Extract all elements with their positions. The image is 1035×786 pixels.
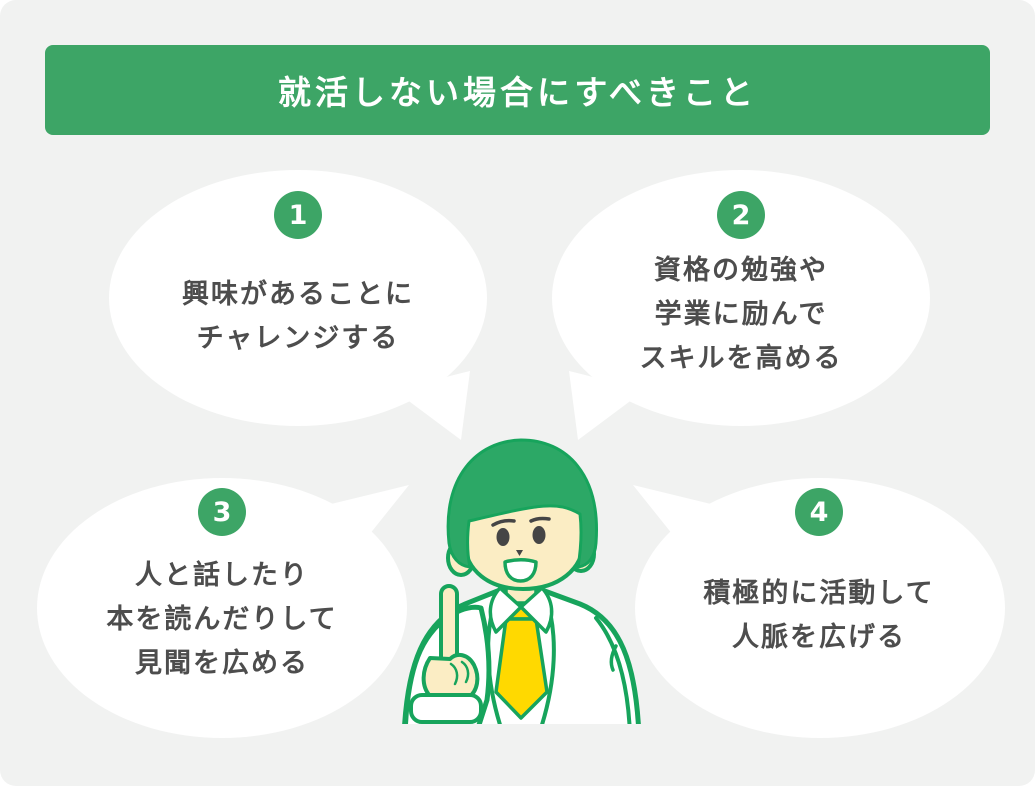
step-badge-2: 2 bbox=[717, 191, 765, 239]
step-badge-1: 1 bbox=[274, 191, 322, 239]
bubble-text-2: 資格の勉強や 学業に励んで スキルを高める bbox=[640, 249, 843, 381]
advisor-character-illustration bbox=[402, 438, 641, 724]
speech-bubble-2: 2 資格の勉強や 学業に励んで スキルを高める bbox=[552, 170, 930, 428]
bubble-line: 学業に励んで bbox=[654, 299, 828, 330]
bubble-shape-4 bbox=[633, 478, 1005, 738]
bubble-line: チャレンジする bbox=[196, 323, 400, 354]
step-number: 2 bbox=[731, 199, 751, 231]
step-number: 3 bbox=[212, 496, 232, 528]
bubble-line: 興味があることに bbox=[182, 279, 414, 310]
bubble-text-3: 人と話したり 本を読んだりして 見聞を広める bbox=[106, 554, 337, 686]
bubble-line: 資格の勉強や bbox=[654, 255, 828, 286]
bubble-line: スキルを高める bbox=[639, 343, 843, 374]
bubble-shape-1 bbox=[109, 170, 487, 440]
step-number: 4 bbox=[809, 496, 829, 528]
step-badge-4: 4 bbox=[795, 488, 843, 536]
bubble-shape-2 bbox=[552, 170, 930, 440]
bubble-line: 人と話したり bbox=[134, 560, 309, 591]
bubble-shape-3 bbox=[37, 478, 409, 738]
bubble-text-1: 興味があることに チャレンジする bbox=[182, 273, 414, 361]
bubble-line: 本を読んだりして bbox=[106, 604, 338, 635]
bubble-line: 見聞を広める bbox=[134, 648, 309, 679]
bubble-text-4: 積極的に活動して 人脈を広げる bbox=[703, 572, 934, 660]
speech-bubble-3: 3 人と話したり 本を読んだりして 見聞を広める bbox=[37, 478, 407, 738]
speech-bubble-1: 1 興味があることに チャレンジする bbox=[109, 170, 487, 428]
speech-bubble-4: 4 積極的に活動して 人脈を広げる bbox=[633, 478, 1005, 738]
step-badge-3: 3 bbox=[198, 488, 246, 536]
bubble-line: 積極的に活動して bbox=[703, 578, 935, 609]
title-banner: 就活しない場合にすべきこと bbox=[45, 45, 990, 135]
bubble-line: 人脈を広げる bbox=[731, 622, 906, 653]
step-number: 1 bbox=[288, 199, 308, 231]
page-title: 就活しない場合にすべきこと bbox=[277, 73, 758, 112]
